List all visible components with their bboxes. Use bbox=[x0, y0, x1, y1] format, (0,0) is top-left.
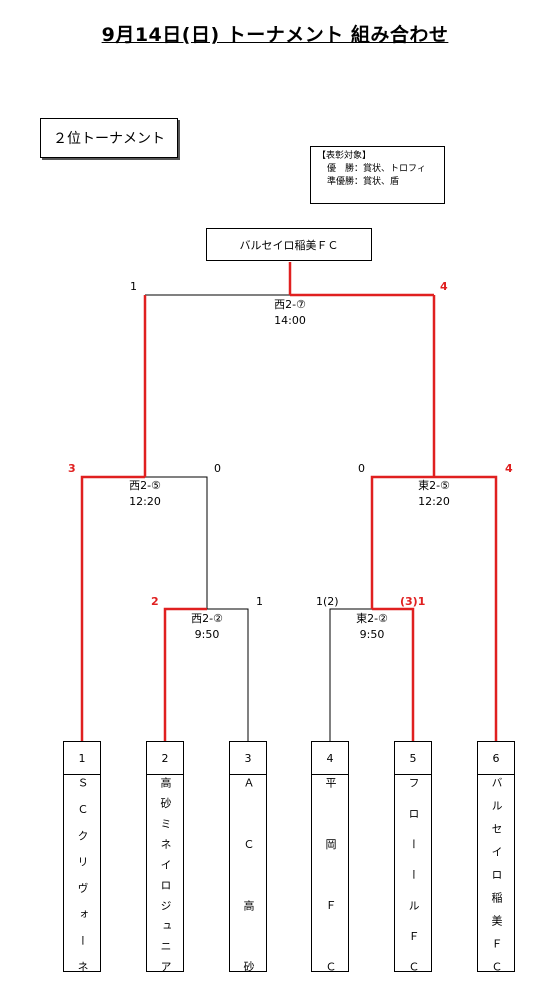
semi-left-score-right: 0 bbox=[214, 462, 221, 475]
qf-right-score-left: 1(2) bbox=[316, 595, 339, 608]
semi-left-time: 12:20 bbox=[129, 495, 161, 508]
team-name: フローールＦＣ bbox=[407, 777, 420, 973]
team-card: 3 ＡＣ高砂 bbox=[229, 741, 267, 973]
team-name: ＡＣ高砂 bbox=[242, 777, 255, 973]
team-card: 6 バルセイロ稲美ＦＣ bbox=[477, 741, 515, 973]
qf-right-time: 9:50 bbox=[359, 628, 385, 641]
qf-right-line-right bbox=[372, 607, 415, 741]
semi-right-lines bbox=[370, 475, 498, 741]
award-winner: 優 勝：賞状、トロフィ bbox=[327, 164, 426, 174]
final-score-left: 1 bbox=[130, 280, 137, 293]
final-score-right: 4 bbox=[440, 280, 448, 293]
team-name: ＳＣクリヴォーネ bbox=[76, 777, 89, 973]
team-name: バルセイロ稲美ＦＣ bbox=[490, 777, 503, 973]
qf-left-score-right: 1 bbox=[256, 595, 263, 608]
final-time: 14:00 bbox=[274, 314, 306, 327]
qf-left-score-left: 2 bbox=[151, 595, 159, 608]
semi-right-score-left: 0 bbox=[358, 462, 365, 475]
team-card: 2 高砂ミネイロジュニア bbox=[146, 741, 184, 973]
award-box: 【表彰対象】 優 勝：賞状、トロフィ 準優勝：賞状、盾 bbox=[310, 146, 445, 204]
qf-left-line-right bbox=[207, 608, 249, 741]
award-runner-up: 準優勝：賞状、盾 bbox=[327, 177, 400, 187]
semi-right-time: 12:20 bbox=[418, 495, 450, 508]
team-name: 平岡ＦＣ bbox=[324, 777, 337, 973]
team-card: 4 平岡ＦＣ bbox=[311, 741, 349, 973]
semi-right-score-right: 4 bbox=[505, 462, 513, 475]
qf-right-venue: 東2-② bbox=[356, 612, 388, 625]
team-number: 1 bbox=[64, 742, 100, 775]
qf-right-line-left bbox=[329, 608, 372, 741]
award-heading: 【表彰対象】 bbox=[317, 151, 372, 161]
team-name: 高砂ミネイロジュニア bbox=[159, 777, 172, 973]
team-card: 1 ＳＣクリヴォーネ bbox=[63, 741, 101, 973]
team-number: 2 bbox=[147, 742, 183, 775]
semi-left-line-right bbox=[145, 476, 208, 609]
tournament-label: ２位トーナメント bbox=[40, 118, 178, 158]
team-number: 4 bbox=[312, 742, 348, 775]
qf-left-line-left bbox=[163, 607, 207, 741]
final-venue: 西2-⑦ bbox=[274, 298, 306, 311]
team-card: 5 フローールＦＣ bbox=[394, 741, 432, 973]
qf-left-time: 9:50 bbox=[194, 628, 220, 641]
team-number: 6 bbox=[478, 742, 514, 775]
qf-right-score-right: (3)1 bbox=[400, 595, 426, 608]
page-title: 9月14日(日) トーナメント 組み合わせ bbox=[101, 24, 449, 46]
semi-right-venue: 東2-⑤ bbox=[418, 479, 450, 492]
semi-left-venue: 西2-⑤ bbox=[129, 479, 161, 492]
team-number: 3 bbox=[230, 742, 266, 775]
semi-left-line-left bbox=[80, 475, 145, 741]
team-number: 5 bbox=[395, 742, 431, 775]
qf-left-venue: 西2-② bbox=[191, 612, 223, 625]
semi-left-score-left: 3 bbox=[68, 462, 76, 475]
champion-box: バルセイロ稲美ＦＣ bbox=[206, 228, 372, 261]
